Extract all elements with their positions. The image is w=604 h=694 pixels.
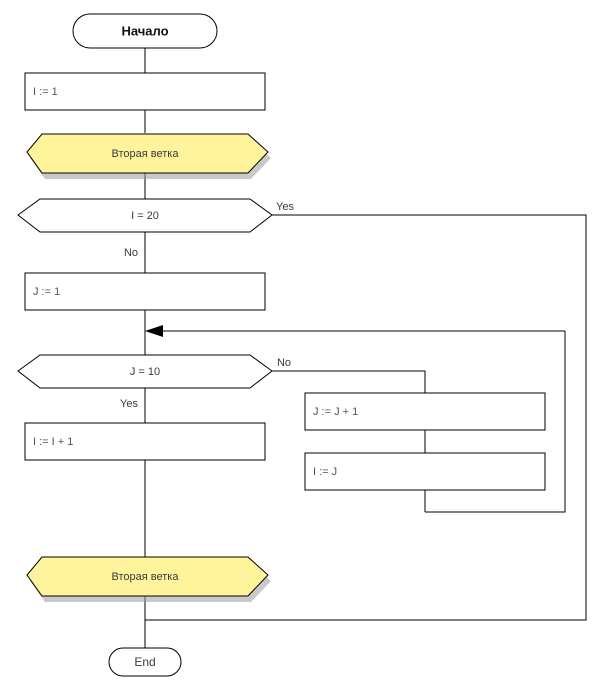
branch-top-label: Вторая ветка	[112, 148, 180, 160]
init-i-shape	[24, 72, 266, 111]
node-incr-i[interactable]: I := I + 1	[24, 422, 266, 461]
incr-i-label: I := I + 1	[33, 436, 73, 448]
node-decision-i[interactable]: I = 20	[17, 198, 273, 233]
loop-return-arrowhead	[145, 325, 163, 337]
init-i-label: I := 1	[33, 86, 58, 98]
branch-top-shape	[26, 133, 269, 174]
end-shape	[108, 647, 182, 677]
node-init-i[interactable]: I := 1	[24, 72, 266, 111]
decision-j-label: J = 10	[130, 366, 160, 378]
connector-decision-j-no-to-incr-j	[272, 370, 426, 393]
branch-bottom-label: Вторая ветка	[112, 571, 180, 583]
branch-bottom-shape	[26, 556, 269, 597]
init-j-shape	[24, 272, 266, 311]
node-decision-j[interactable]: J = 10	[17, 354, 273, 389]
start-label: Начало	[121, 23, 168, 38]
connector-loop-return-vertical	[425, 331, 566, 513]
node-end[interactable]: End	[108, 647, 182, 677]
decision-j-shape	[17, 354, 273, 389]
init-j-label: J := 1	[33, 286, 60, 298]
start-shape	[72, 13, 218, 49]
connector-decision-i-yes-to-end	[145, 214, 587, 621]
node-branch-top[interactable]: Вторая ветка	[26, 133, 271, 179]
node-start[interactable]: Начало	[72, 13, 218, 49]
edge-label-j-no: No	[277, 357, 291, 369]
decision-i-shape	[17, 198, 273, 233]
decision-i-label: I = 20	[131, 210, 159, 222]
edge-label-i-yes: Yes	[276, 201, 294, 213]
node-branch-bottom[interactable]: Вторая ветка	[26, 556, 271, 602]
end-label: End	[134, 655, 155, 669]
assign-i-j-shape	[304, 452, 546, 491]
edge-label-j-yes: Yes	[120, 398, 138, 410]
node-assign-i-j[interactable]: I := J	[304, 452, 546, 491]
node-incr-j[interactable]: J := J + 1	[304, 392, 546, 431]
incr-i-shape	[24, 422, 266, 461]
incr-j-shape	[304, 392, 546, 431]
incr-j-label: J := J + 1	[313, 406, 358, 418]
node-init-j[interactable]: J := 1	[24, 272, 266, 311]
edge-label-i-no: No	[124, 247, 138, 259]
assign-i-j-label: I := J	[313, 466, 337, 478]
